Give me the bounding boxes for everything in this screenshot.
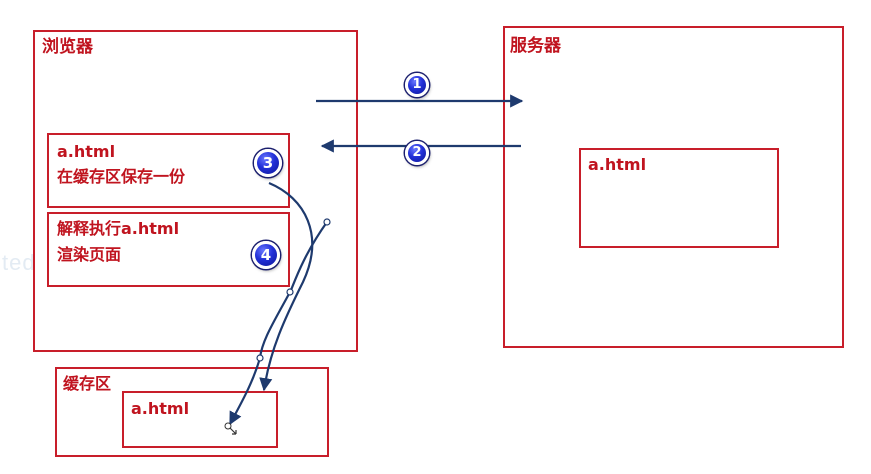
- render-step-box: [47, 212, 290, 287]
- curve-handle: [286, 288, 294, 296]
- cache-step-box: [47, 133, 290, 208]
- move-cursor-icon: [224, 422, 237, 435]
- render-step-line1: 解释执行a.html: [57, 219, 180, 238]
- browser-title: 浏览器: [42, 37, 93, 57]
- step-1-badge: 1: [405, 73, 429, 97]
- server-title: 服务器: [510, 36, 561, 56]
- cache-title: 缓存区: [63, 374, 112, 393]
- curve-handle: [256, 354, 264, 362]
- save-cache-arrow: [259, 181, 314, 392]
- step-2-badge: 2: [405, 141, 429, 165]
- cache-step-line1: a.html: [57, 142, 116, 161]
- cache-file-box: [122, 391, 278, 448]
- render-step-line2: 渲染页面: [57, 245, 122, 264]
- step-4-badge: 4: [252, 241, 280, 269]
- curve-handle: [323, 218, 331, 226]
- cache-step-line2: 在缓存区保存一份: [57, 167, 186, 186]
- cache-read-arrow: [229, 221, 328, 426]
- server-file-box: [579, 148, 779, 248]
- server-file-label: a.html: [588, 155, 647, 174]
- step-3-badge: 3: [254, 149, 282, 177]
- cache-file-label: a.html: [131, 399, 190, 418]
